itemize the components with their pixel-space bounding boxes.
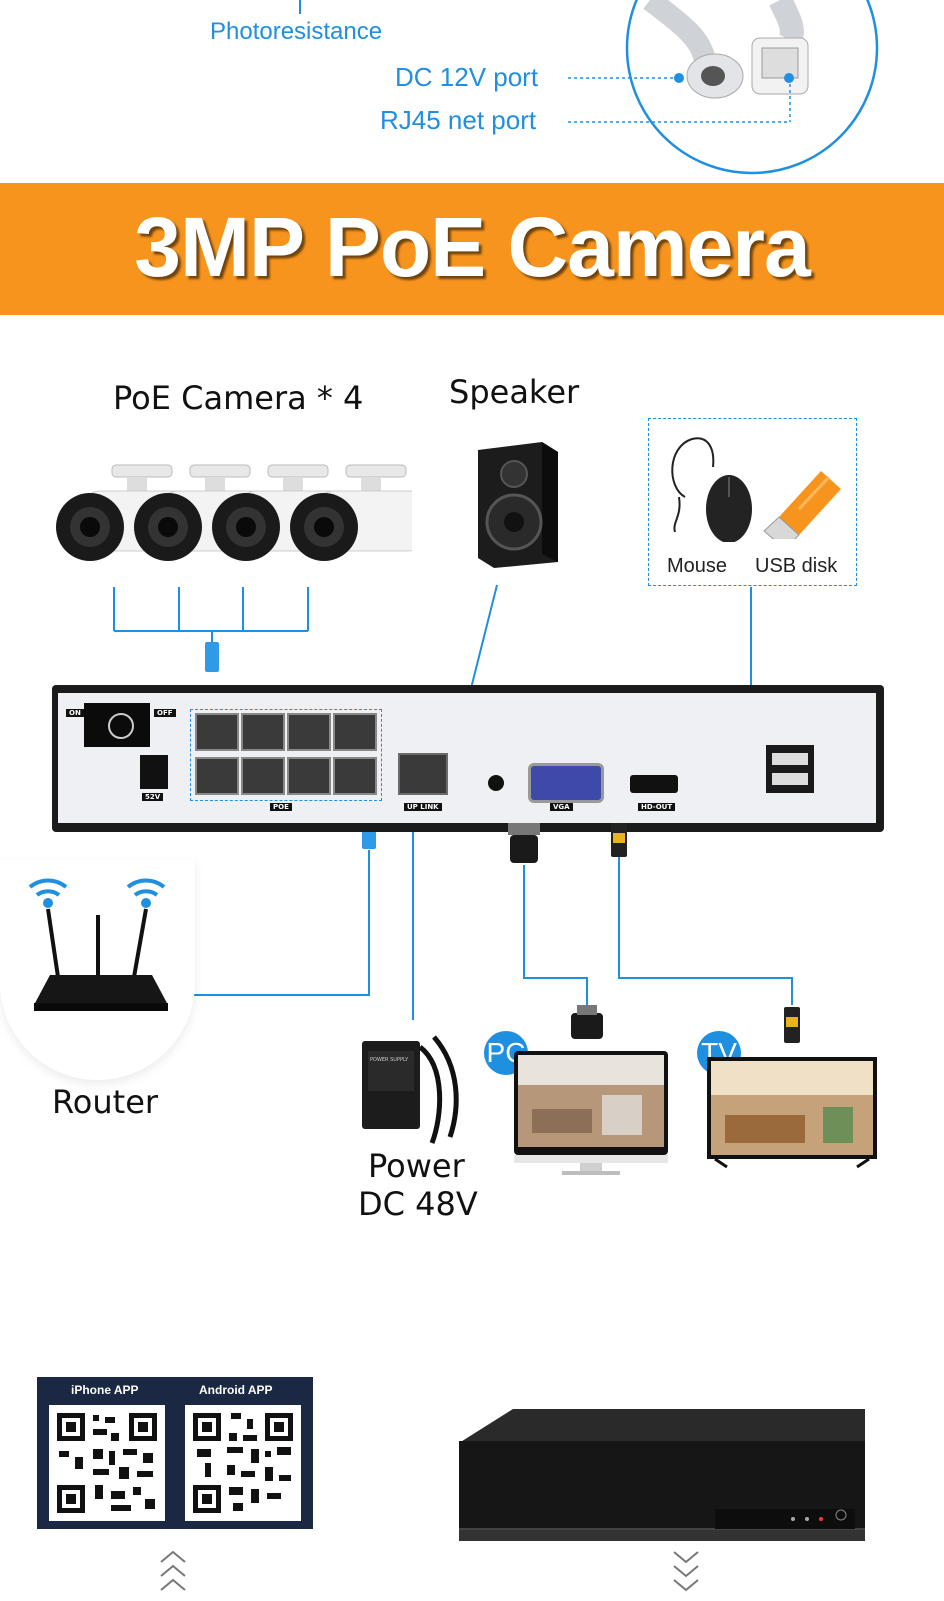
nvr-rear-panel: ON OFF 52V POE UP LINK VGA HD-OUT xyxy=(52,685,884,832)
audio-jack xyxy=(488,775,504,791)
rj45-port-label: RJ45 net port xyxy=(380,105,537,135)
peripherals-box: Mouse USB disk xyxy=(648,418,857,586)
android-app-label: Android APP xyxy=(199,1383,273,1397)
poe-port-group xyxy=(190,709,382,801)
dc-jack xyxy=(140,755,168,789)
magnifier-circle xyxy=(625,0,879,175)
connection-diagram: PoE Camera * 4 xyxy=(0,315,944,1315)
power-adapter-image: POWER SUPPLY xyxy=(362,1035,459,1144)
iphone-qr-code[interactable] xyxy=(49,1405,165,1521)
scroll-up-chevrons-icon[interactable] xyxy=(158,1548,188,1598)
vga-port xyxy=(528,763,604,803)
connection-lines xyxy=(113,584,793,1020)
connector-illustration xyxy=(299,0,879,175)
banner-title: 3MP PoE Camera xyxy=(134,200,810,294)
vga-label: VGA xyxy=(550,803,573,811)
wifi-icon xyxy=(28,878,166,897)
uplink-label: UP LINK xyxy=(404,803,442,811)
hdmi-label: HD-OUT xyxy=(638,803,676,811)
usb-disk-image xyxy=(763,471,841,539)
hdmi-port xyxy=(630,775,678,793)
dc-port-label: DC 12V port xyxy=(395,62,539,92)
cameras-label: PoE Camera * 4 xyxy=(113,379,364,417)
iphone-app-label: iPhone APP xyxy=(71,1383,139,1397)
nvr-front-image xyxy=(459,1409,865,1541)
top-callout-section: Photoresistance DC 12V port RJ45 net por… xyxy=(0,0,944,183)
power-switch xyxy=(84,703,150,747)
uplink-port xyxy=(398,753,448,795)
vga-cable-plug-image xyxy=(508,823,540,863)
usb-disk-label: USB disk xyxy=(755,555,838,577)
dc-jack-label: 52V xyxy=(142,793,164,801)
hdmi-cable-plug-image xyxy=(611,823,627,857)
router-label: Router xyxy=(52,1083,159,1121)
mouse-label: Mouse xyxy=(667,555,728,577)
switch-off-label: OFF xyxy=(154,709,176,717)
android-qr-code[interactable] xyxy=(185,1405,301,1521)
scroll-down-chevrons-icon[interactable] xyxy=(671,1548,701,1598)
mouse-image xyxy=(671,437,752,542)
adapter-label: POWER SUPPLY xyxy=(370,1057,409,1063)
vga-connector-image xyxy=(571,1005,603,1039)
app-qr-panel: iPhone APP Android APP xyxy=(37,1377,313,1529)
speaker-label: Speaker xyxy=(449,373,580,411)
usb-ports xyxy=(766,745,814,793)
router-image xyxy=(28,878,168,1011)
product-banner: 3MP PoE Camera xyxy=(0,183,944,315)
switch-on-label: ON xyxy=(66,709,84,717)
nvr-rear-face: ON OFF 52V POE UP LINK VGA HD-OUT xyxy=(58,693,876,823)
tv-image xyxy=(707,1057,877,1169)
photoresistance-label: Photoresistance xyxy=(210,18,383,45)
speaker-image xyxy=(478,442,558,568)
power-label-line1: Power xyxy=(368,1147,465,1185)
power-label-line2: DC 48V xyxy=(358,1185,478,1223)
poe-label: POE xyxy=(270,803,292,811)
poe-cameras-image xyxy=(56,464,412,561)
hdmi-connector-image xyxy=(784,1007,800,1043)
pc-monitor-image xyxy=(514,1051,668,1175)
